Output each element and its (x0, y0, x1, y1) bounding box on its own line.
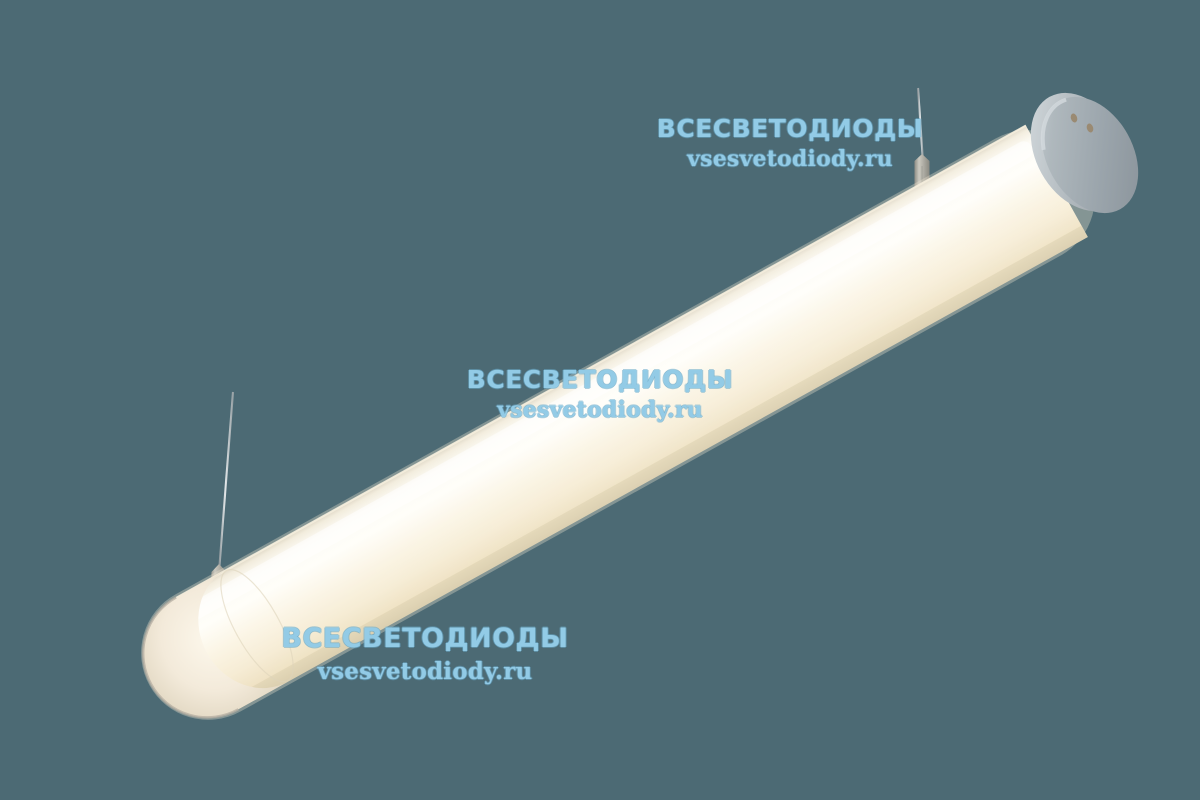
tube-left-tip-rim (142, 596, 239, 719)
tube-left-tip (143, 569, 289, 718)
tube-top-edge (175, 124, 1027, 599)
end-cap-highlight (1040, 97, 1067, 151)
end-cap-face (1041, 96, 1139, 214)
end-cap-screw-1 (1070, 113, 1078, 123)
luminaire-tube (141, 124, 1095, 720)
suspension-wire-left (217, 391, 235, 573)
tube-lengthwise-sheen (143, 125, 1088, 718)
tube-left-tip-seam (220, 568, 294, 683)
end-cap-screw-2 (1086, 123, 1094, 133)
tube-bottom-shadow (231, 225, 1088, 710)
right-end-cap-group (1030, 92, 1142, 219)
tube-specular-highlight (186, 141, 1033, 620)
suspension-wire-right (916, 87, 925, 163)
